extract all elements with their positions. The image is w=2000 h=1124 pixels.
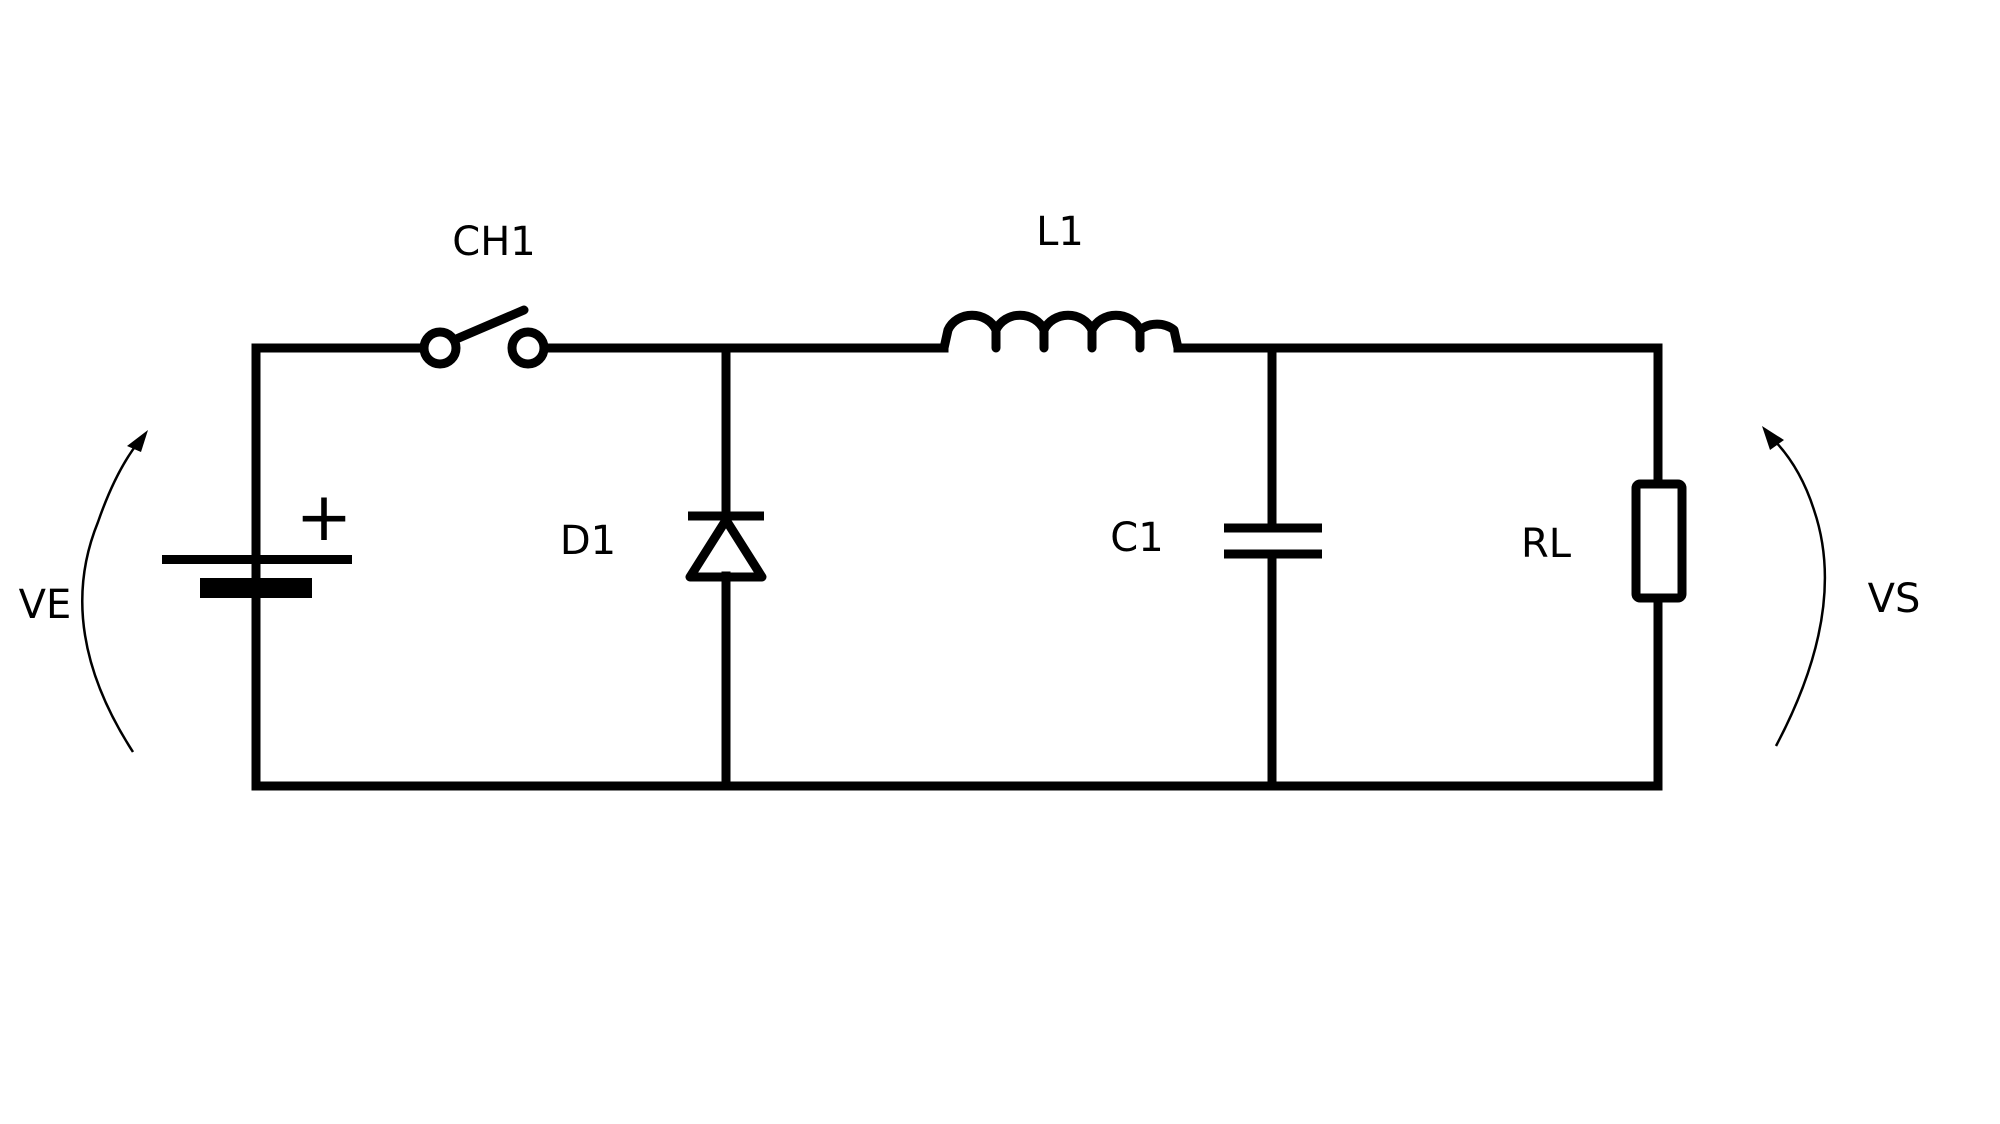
wires <box>251 343 1663 791</box>
battery-polarity-label: + <box>296 478 353 557</box>
diode-symbol: D1 <box>560 511 767 582</box>
switch-lever <box>449 305 529 345</box>
wire-bottom <box>251 595 1663 791</box>
capacitor-label: C1 <box>1110 515 1163 561</box>
switch-label: CH1 <box>452 219 535 265</box>
input-voltage-arc <box>81 439 141 753</box>
switch-symbol: CH1 <box>419 219 549 369</box>
diode-triangle <box>685 515 767 582</box>
resistor-body <box>1631 479 1687 603</box>
inductor-coil <box>939 310 1183 353</box>
input-voltage-arrowhead <box>127 430 148 452</box>
capacitor-symbol: C1 <box>1110 515 1322 561</box>
output-voltage-arrow: VS <box>1762 426 1921 747</box>
inductor-label: L1 <box>1036 209 1084 255</box>
inductor-symbol: L1 <box>939 209 1183 353</box>
output-voltage-label: VS <box>1868 576 1921 622</box>
resistor-label: RL <box>1521 521 1572 567</box>
diode-label: D1 <box>560 518 616 564</box>
wire-top-right <box>1173 343 1663 487</box>
switch-contact-left <box>419 327 461 369</box>
battery-symbol: + <box>162 478 352 598</box>
switch-contact-right <box>507 327 549 369</box>
input-voltage-arrow: VE <box>19 430 148 753</box>
output-voltage-arrowhead <box>1762 426 1784 450</box>
battery-short-plate <box>200 578 312 598</box>
output-voltage-arc <box>1771 437 1827 747</box>
battery-long-plate <box>162 555 352 564</box>
resistor-symbol: RL <box>1521 479 1687 603</box>
input-voltage-label: VE <box>19 582 72 628</box>
